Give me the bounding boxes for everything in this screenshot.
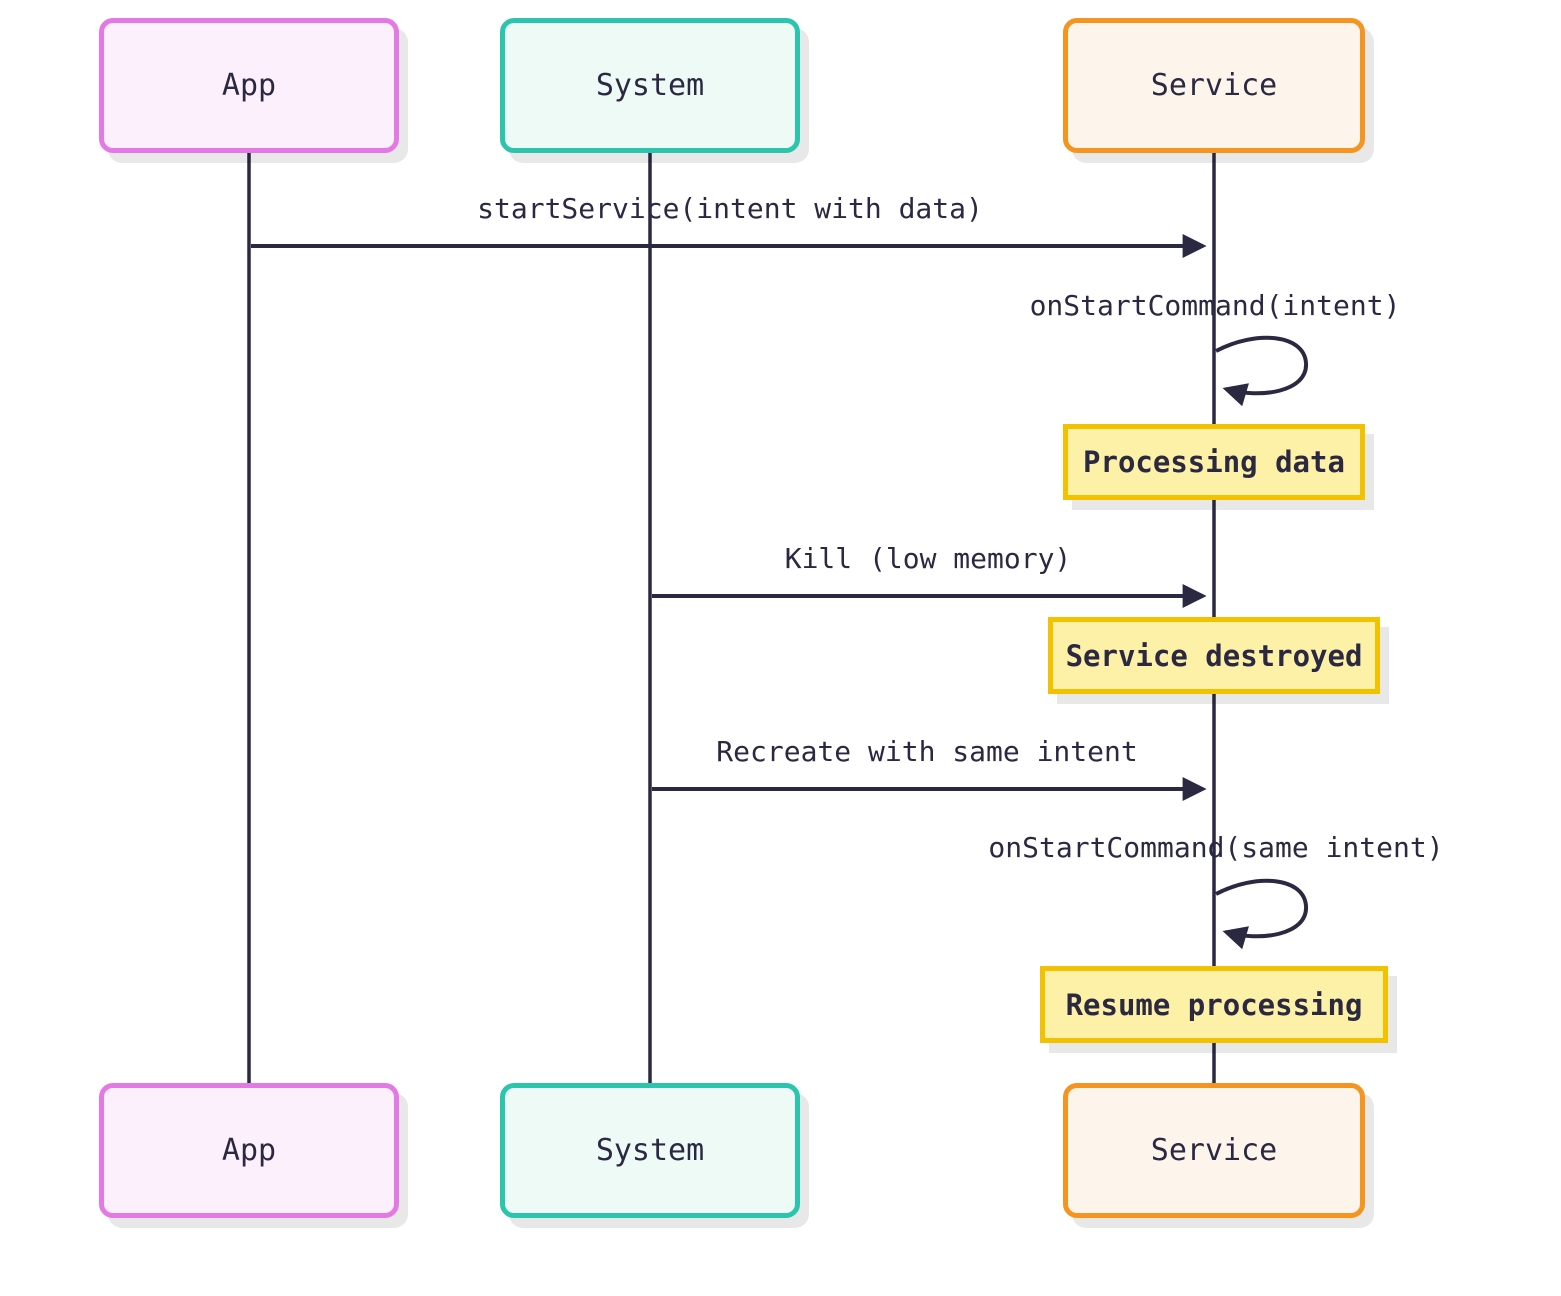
message-label-onstartcommand-intent: onStartCommand(intent) [1029, 289, 1401, 322]
note-service-destroyed: Service destroyed [1048, 617, 1380, 694]
actor-box-system-bottom: System [500, 1083, 800, 1218]
actor-box-app-bottom: App [99, 1083, 399, 1218]
actor-label-app: App [221, 1133, 277, 1168]
message-label-recreate: Recreate with same intent [716, 735, 1138, 768]
actor-box-system-top: System [500, 18, 800, 153]
note-text: Resume processing [1065, 987, 1363, 1022]
note-resume-processing: Resume processing [1040, 966, 1388, 1043]
note-text: Processing data [1083, 445, 1345, 479]
note-processing-data: Processing data [1063, 424, 1365, 500]
self-loop-onstartcommand-same-intent [1215, 878, 1309, 950]
actor-box-service-bottom: Service [1063, 1083, 1365, 1218]
actor-label-app: App [221, 68, 277, 103]
actor-box-app-top: App [99, 18, 399, 153]
note-text: Service destroyed [1065, 638, 1363, 673]
actor-label-system: System [595, 68, 705, 103]
actor-label-system: System [595, 1133, 705, 1168]
message-label-start-service: startService(intent with data) [477, 192, 983, 225]
actor-label-service: Service [1150, 68, 1278, 103]
actor-label-service: Service [1150, 1133, 1278, 1168]
message-label-onstartcommand-same-intent: onStartCommand(same intent) [988, 831, 1444, 864]
actor-box-service-top: Service [1063, 18, 1365, 153]
message-label-kill: Kill (low memory) [784, 542, 1072, 575]
self-loop-onstartcommand-intent [1215, 335, 1309, 407]
